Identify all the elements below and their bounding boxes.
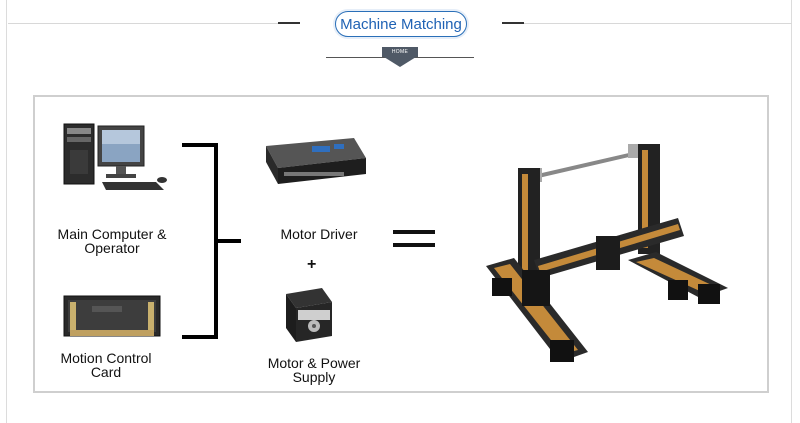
desktop-computer-icon bbox=[63, 123, 167, 190]
section-title: Machine Matching bbox=[335, 11, 467, 37]
equals-top-bar bbox=[393, 230, 435, 234]
computer-label: Main Computer & Operator bbox=[57, 226, 167, 256]
stepper-motor-icon bbox=[286, 288, 332, 342]
bracket-nub bbox=[218, 239, 241, 243]
bracket-top bbox=[182, 143, 218, 147]
header-dash-left bbox=[278, 22, 300, 24]
header-dash-right bbox=[502, 22, 524, 24]
gantry-machine-icon bbox=[486, 144, 728, 362]
home-tag[interactable]: HOME bbox=[382, 47, 418, 57]
equals-bottom-bar bbox=[393, 243, 435, 247]
motor-driver-icon bbox=[266, 138, 366, 184]
page-frame bbox=[6, 0, 792, 423]
plus-sign: + bbox=[307, 256, 317, 273]
motion-control-card-icon bbox=[63, 295, 161, 337]
motion-card-label: Motion Control Card bbox=[60, 350, 152, 380]
bracket-bottom bbox=[182, 335, 218, 339]
home-arrow-icon bbox=[384, 57, 416, 67]
bracket-vertical bbox=[214, 143, 218, 339]
header-rule-left bbox=[8, 23, 283, 24]
motor-power-label: Motor & Power Supply bbox=[267, 355, 361, 385]
header-rule-right bbox=[524, 23, 792, 24]
motor-driver-label: Motor Driver bbox=[280, 226, 358, 242]
